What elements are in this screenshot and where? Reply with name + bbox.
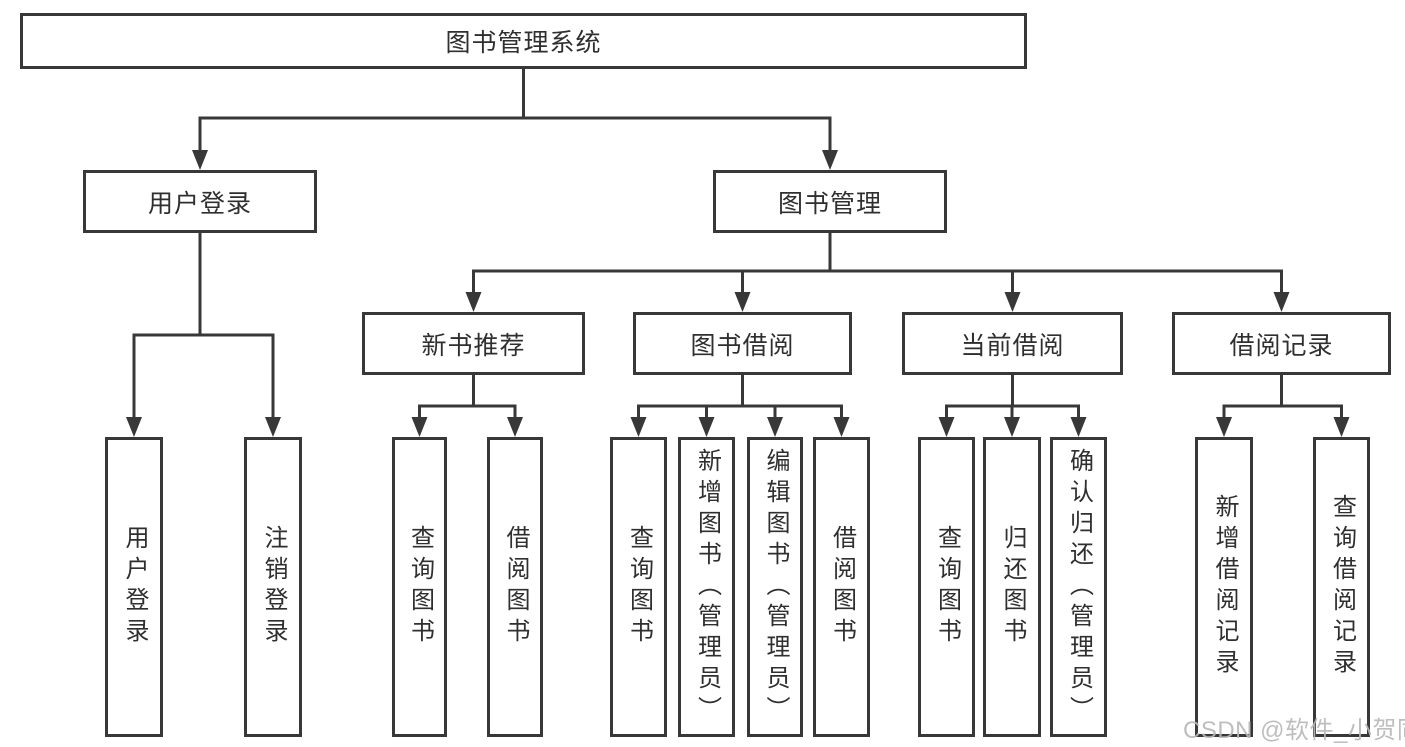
node-book-borrowing: 图书借阅 xyxy=(633,312,852,375)
leaf-add-books-admin: 新增图书（管理员） xyxy=(678,437,735,737)
leaf-query-borrow-record: 查询借阅记录 xyxy=(1313,437,1370,737)
leaf-borrow-books: 借阅图书 xyxy=(813,437,870,737)
node-book-management: 图书管理 xyxy=(713,170,947,233)
node-current-borrowing: 当前借阅 xyxy=(902,312,1123,375)
leaf-user-login: 用户登录 xyxy=(105,437,163,737)
leaf-query-books-borrow: 查询图书 xyxy=(610,437,667,737)
leaf-query-books-current: 查询图书 xyxy=(918,437,975,737)
csdn-watermark: CSDN @软件_小贺同学 xyxy=(1183,717,1405,744)
leaf-confirm-return-admin: 确认归还（管理员） xyxy=(1050,437,1107,737)
leaf-edit-books-admin: 编辑图书（管理员） xyxy=(747,437,803,737)
node-user-login: 用户登录 xyxy=(83,170,317,233)
leaf-return-books: 归还图书 xyxy=(983,437,1041,737)
leaf-logout: 注销登录 xyxy=(244,437,302,737)
node-borrowing-records: 借阅记录 xyxy=(1172,312,1391,375)
leaf-borrow-books-recommend: 借阅图书 xyxy=(487,437,543,737)
leaf-add-borrow-record: 新增借阅记录 xyxy=(1195,437,1253,737)
arrowheads xyxy=(126,150,1350,437)
leaf-query-books-recommend: 查询图书 xyxy=(392,437,447,737)
node-new-book-recommendation: 新书推荐 xyxy=(362,312,585,375)
node-library-management-system: 图书管理系统 xyxy=(20,13,1027,69)
